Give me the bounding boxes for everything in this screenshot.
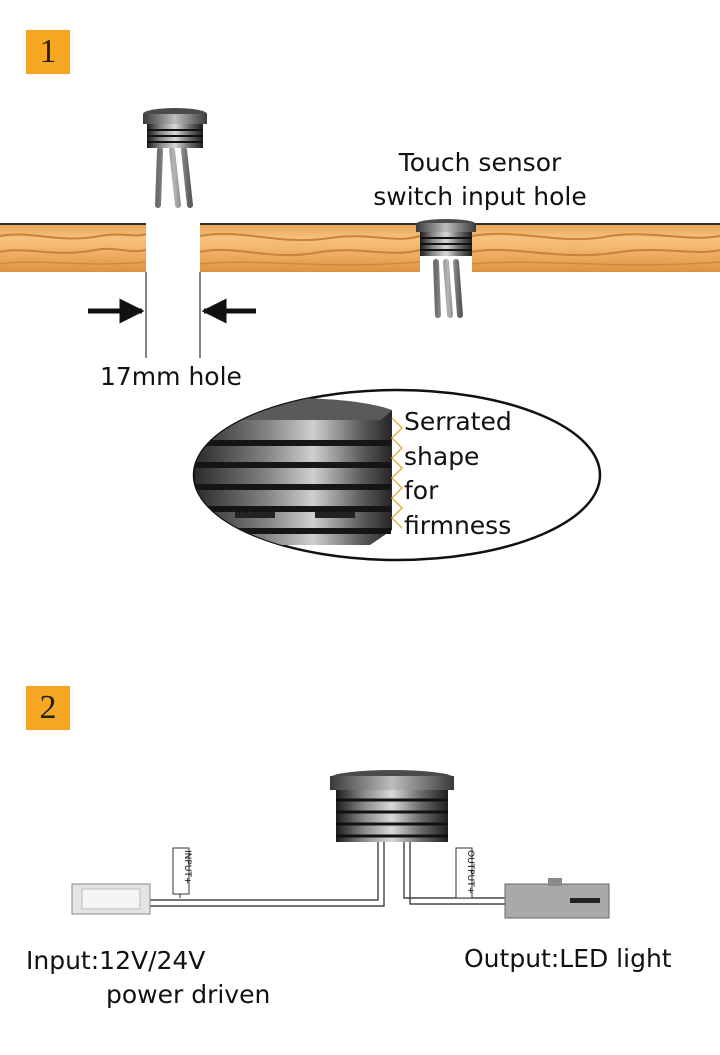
input-connector <box>71 883 151 915</box>
step-badge-2: 2 <box>26 686 70 730</box>
wood-board-left <box>0 223 147 272</box>
input-power-label-line2: power driven <box>106 980 271 1009</box>
input-power-label: Input:12V/24V power driven <box>26 944 270 1012</box>
wood-board-right <box>471 223 720 272</box>
hole-size-label: 17mm hole <box>100 362 242 391</box>
output-tag: OUTPUT+ <box>455 847 475 899</box>
sensor-hole-label-line1: Touch sensor <box>398 148 562 177</box>
output-connector <box>504 878 610 919</box>
input-power-label-line1: Input:12V/24V <box>26 946 206 975</box>
step-number-2: 2 <box>39 689 57 726</box>
touch-sensor-floating <box>143 108 207 208</box>
wiring <box>150 840 505 907</box>
output-tag-text: OUTPUT+ <box>465 850 475 894</box>
sensor-hole-label-line2: switch input hole <box>373 182 587 211</box>
touch-sensor-installed <box>416 219 476 318</box>
serrated-label: Serrated shape for firmness <box>404 405 512 543</box>
wood-board-middle <box>199 223 421 272</box>
step-number-1: 1 <box>39 33 57 70</box>
serrated-label-line1: Serrated <box>404 407 512 436</box>
serrated-label-line3: for <box>404 476 439 505</box>
input-tag-text: INPUT+ <box>182 850 192 884</box>
input-tag: INPUT+ <box>172 847 192 895</box>
output-led-label: Output:LED light <box>464 944 672 973</box>
zoom-oval <box>192 388 602 562</box>
sensor-hole-label: Touch sensor switch input hole <box>355 146 605 214</box>
step-badge-1: 1 <box>26 30 70 74</box>
touch-sensor-step2 <box>330 770 454 842</box>
serrated-label-line2: shape <box>404 441 480 471</box>
serrated-label-line4: firmness <box>404 510 512 540</box>
hole-dimension <box>88 272 256 358</box>
